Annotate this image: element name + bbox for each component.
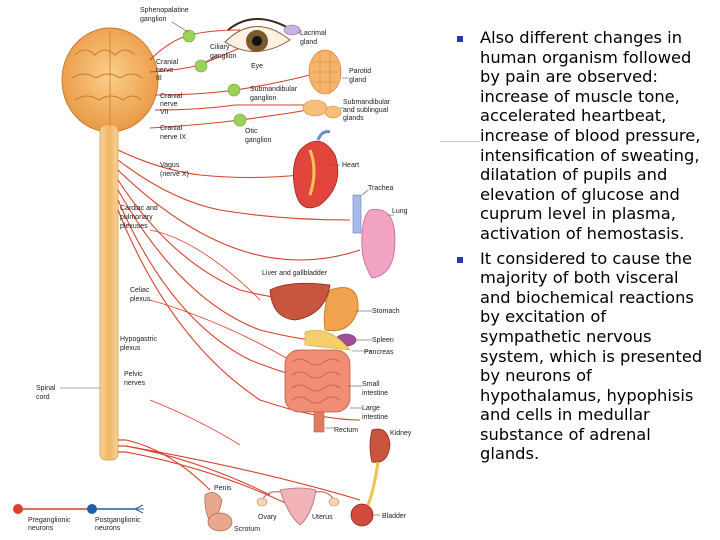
submandibular-ganglion [227,83,241,97]
vagus-pathways [117,149,361,421]
bullet-item: It considered to cause the majority of b… [452,249,707,465]
label-heart: Heart [342,162,359,169]
heart-illustration [292,130,339,209]
trachea-illustration [352,194,362,234]
ciliary-ganglion [194,59,208,73]
label-kidney: Kidney [390,430,412,437]
sphenopalatine-ganglion [182,29,196,43]
scrotum-illustration [207,512,233,532]
label-rectum: Rectum [334,427,358,434]
parotid-gland-illustration [308,49,342,95]
preganglionic-legend-marker [13,504,23,514]
spinal-nerve-stubs [118,439,126,453]
otic-ganglion [233,113,247,127]
brain [61,27,159,133]
label-eye: Eye [251,63,263,70]
label-bladder: Bladder [382,513,407,520]
stomach-illustration [323,287,359,332]
liver-illustration [269,282,331,321]
label-pancreas: Pancreas [364,349,394,356]
ureter-illustration [366,461,380,506]
label-lung: Lung [392,208,408,215]
label-stomach: Stomach [372,308,400,315]
eye-illustration [224,18,293,52]
label-ovary: Ovary [258,514,277,521]
pelvic-pathways [125,399,361,511]
label-liver-gallbladder: Liver and gallbladder [262,270,328,277]
bullet-square-icon [457,36,463,42]
spinal-cord [99,124,119,461]
uterus-illustration [256,487,340,526]
text-panel: Also different changes in human organism… [452,28,707,469]
lacrimal-gland-illustration [283,24,301,36]
bullet-square-icon [457,256,463,263]
label-spleen: Spleen [372,337,394,344]
label-trachea: Trachea [368,185,394,192]
label-scrotum: Scrotum [234,526,260,533]
lung-illustration [361,208,396,279]
label-penis: Penis [214,485,232,492]
bullet-item: Also different changes in human organism… [452,28,707,244]
label-vagus: Vagus(nerve X) [160,162,189,178]
label-uterus: Uterus [312,514,333,521]
postganglionic-legend-marker [87,504,97,514]
pancreas-illustration [304,330,351,351]
bladder-illustration [350,503,374,527]
bullet-text: It considered to cause the majority of b… [480,248,703,464]
bullet-text: Also different changes in human organism… [480,28,701,243]
kidney-illustration [369,428,391,463]
leader-lines [60,21,394,516]
divider-line [440,141,480,142]
submandibular-glands-illustration [302,99,342,119]
rectum-illustration [313,411,325,433]
intestines-illustration [284,349,351,413]
